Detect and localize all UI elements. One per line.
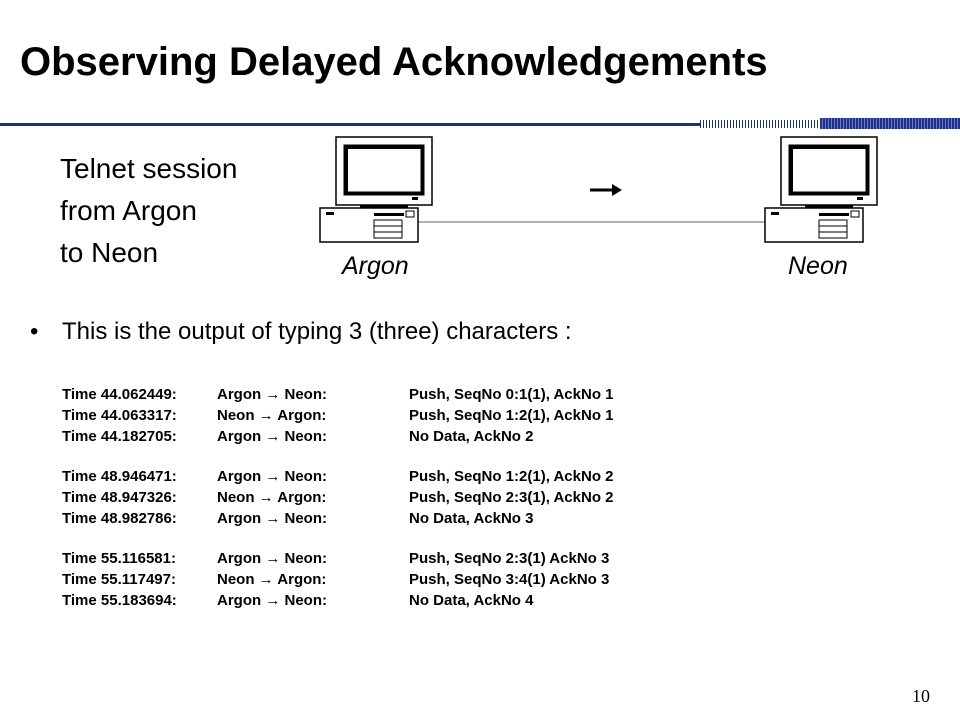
log-info: Push, SeqNo 3:4(1) AckNo 3 [409,571,610,588]
log-info: Push, SeqNo 1:2(1), AckNo 1 [409,407,614,424]
session-line: to Neon [60,237,159,268]
log-direction: Argon → Neon: [217,428,327,445]
log-direction: Argon → Neon: [217,510,327,527]
log-time: Time 55.117497: [62,571,176,588]
log-info: No Data, AckNo 4 [409,592,534,609]
bullet-dot: • [30,318,39,345]
bullet-text: This is the output of typing 3 (three) c… [62,318,572,345]
page-number: 10 [912,686,930,706]
slide-title: Observing Delayed Acknowledgements [20,40,768,84]
network-diagram [319,136,878,243]
right-arrow-icon [590,184,622,196]
title-bar-block [820,118,960,129]
bullet-item: • This is the output of typing 3 (three) … [30,318,572,346]
log-direction: Argon → Neon: [217,468,327,485]
title-bar-hatch [700,120,820,128]
log-info: Push, SeqNo 2:3(1), AckNo 2 [409,489,614,506]
log-direction: Argon → Neon: [217,592,327,609]
log-info: Push, SeqNo 2:3(1) AckNo 3 [409,550,610,567]
host-label-neon: Neon [788,252,848,280]
log-info: Push, SeqNo 0:1(1), AckNo 1 [409,386,614,403]
session-description: Telnet session from Argon to Neon [60,148,237,274]
log-time: Time 48.982786: [62,510,177,527]
log-direction: Neon → Argon: [217,407,327,424]
host-label-argon: Argon [342,252,409,280]
log-time: Time 44.182705: [62,428,177,445]
log-time: Time 55.116581: [62,550,176,567]
title-underline-bar [0,118,960,129]
log-time: Time 44.063317: [62,407,177,424]
log-info: No Data, AckNo 3 [409,510,534,527]
log-direction: Neon → Argon: [217,489,327,506]
log-time: Time 48.947326: [62,489,177,506]
computer-icon [764,136,878,243]
log-direction: Argon → Neon: [217,550,327,567]
title-bar-line [0,123,960,126]
log-direction: Neon → Argon: [217,571,327,588]
log-info: Push, SeqNo 1:2(1), AckNo 2 [409,468,614,485]
computer-icon [319,136,433,243]
log-info: No Data, AckNo 2 [409,428,534,445]
log-time: Time 55.183694: [62,592,177,609]
session-line: Telnet session [60,153,238,184]
log-time: Time 44.062449: [62,386,177,403]
session-line: from Argon [60,195,197,226]
log-direction: Argon → Neon: [217,386,327,403]
log-time: Time 48.946471: [62,468,177,485]
